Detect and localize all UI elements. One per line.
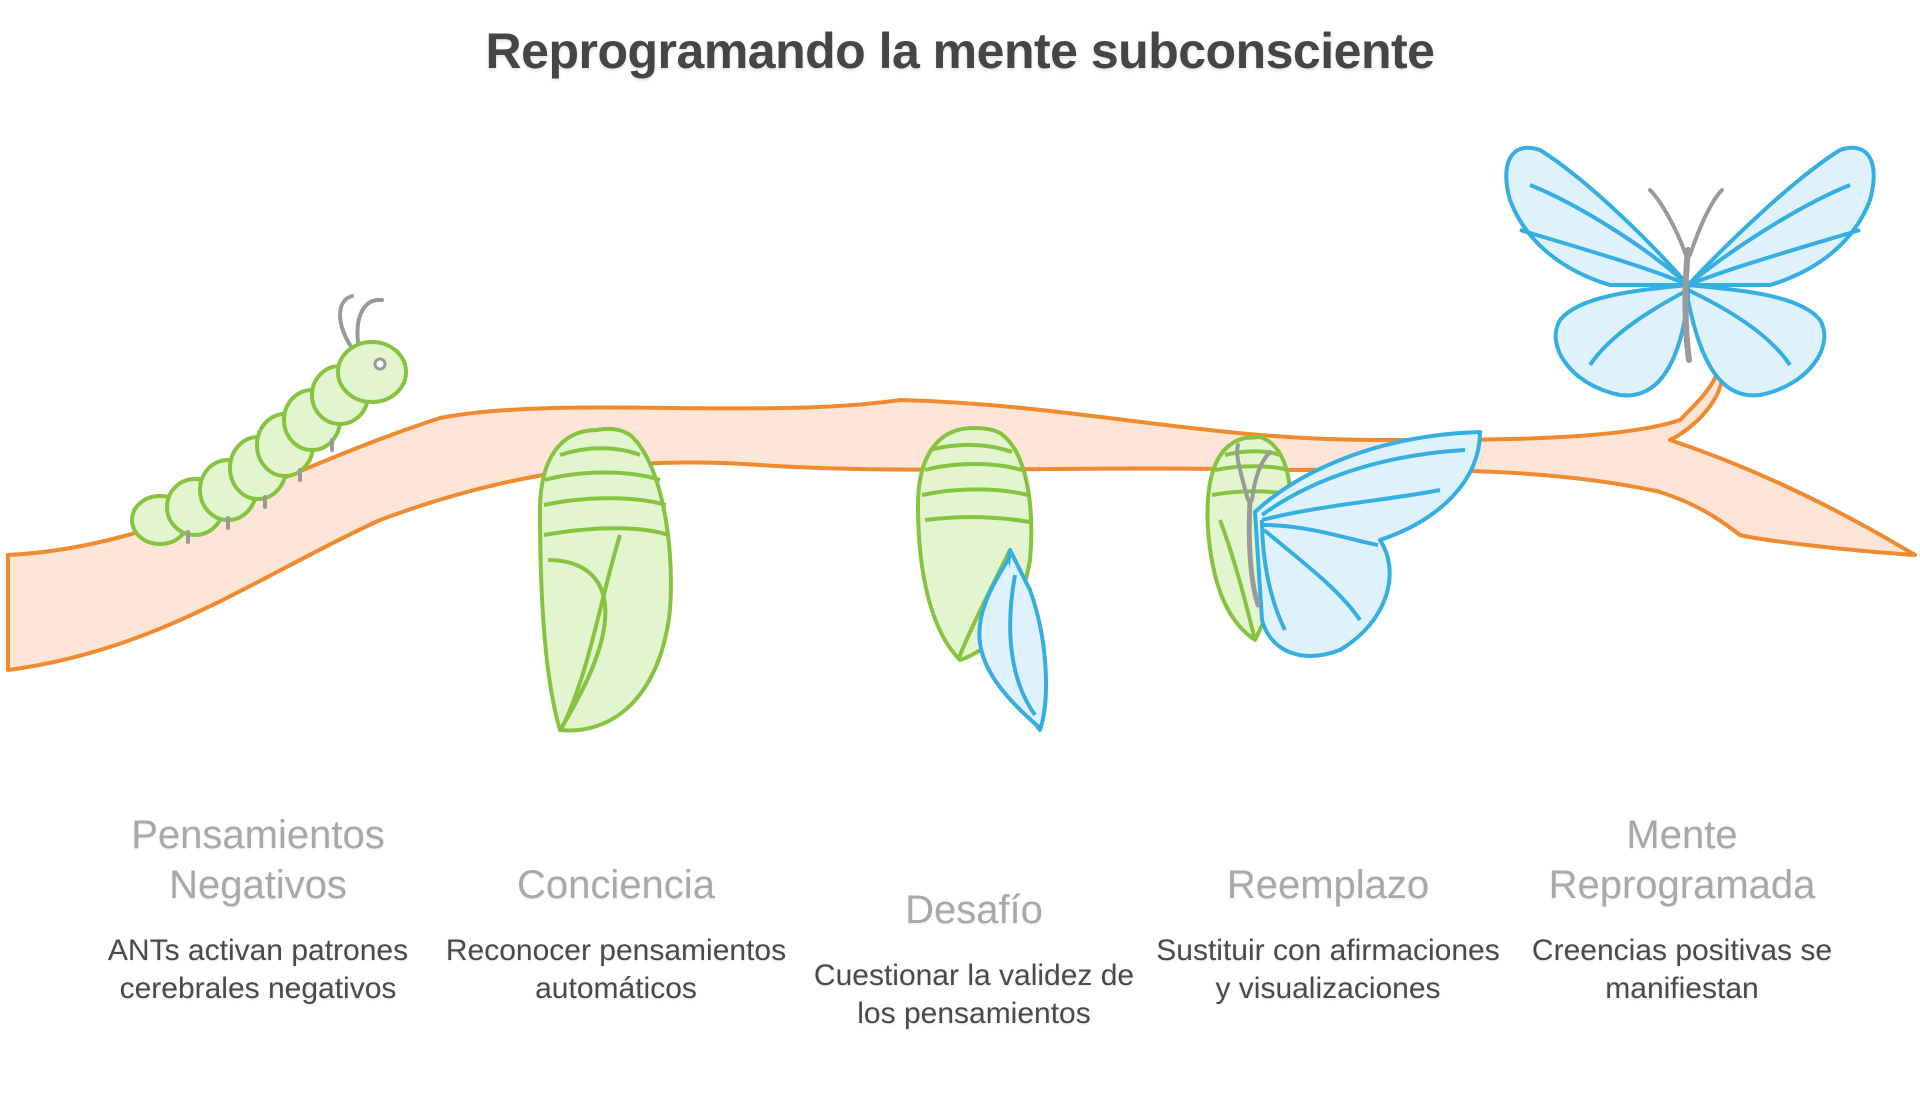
stage-negative-thoughts: Pensamientos Negativos ANTs activan patr… [78,810,438,1008]
stage-title: Mente Reprogramada [1548,813,1816,907]
butterfly-icon [1504,146,1876,398]
stage-description: ANTs activan patrones cerebrales negativ… [107,934,409,1005]
stage-description: Cuestionar la validez de los pensamiento… [813,959,1135,1030]
chrysalis-icon [538,426,673,733]
stage-title: Reemplazo [1226,863,1430,907]
butterfly-emerging-icon [1205,430,1482,658]
stage-title: Desafío [905,888,1043,932]
stage-description: Sustituir con afirmaciones y visualizaci… [1156,934,1500,1005]
stage-reprogrammed-mind: Mente Reprogramada Creencias positivas s… [1502,810,1862,1008]
stage-description: Creencias positivas se manifiestan [1531,934,1833,1005]
stage-title: Conciencia [517,863,715,907]
diagram-title: Reprogramando la mente subconsciente [485,23,1435,79]
stage-challenge: Desafío Cuestionar la validez de los pen… [794,885,1154,1033]
caterpillar-icon [130,294,408,546]
stage-replacement: Reemplazo Sustituir con afirmaciones y v… [1148,860,1508,1008]
chrysalis-cracking-icon [916,426,1048,732]
stage-title: Pensamientos Negativos [131,813,385,907]
stage-awareness: Conciencia Reconocer pensamientos automá… [436,860,796,1008]
stage-description: Reconocer pensamientos automáticos [445,934,787,1005]
